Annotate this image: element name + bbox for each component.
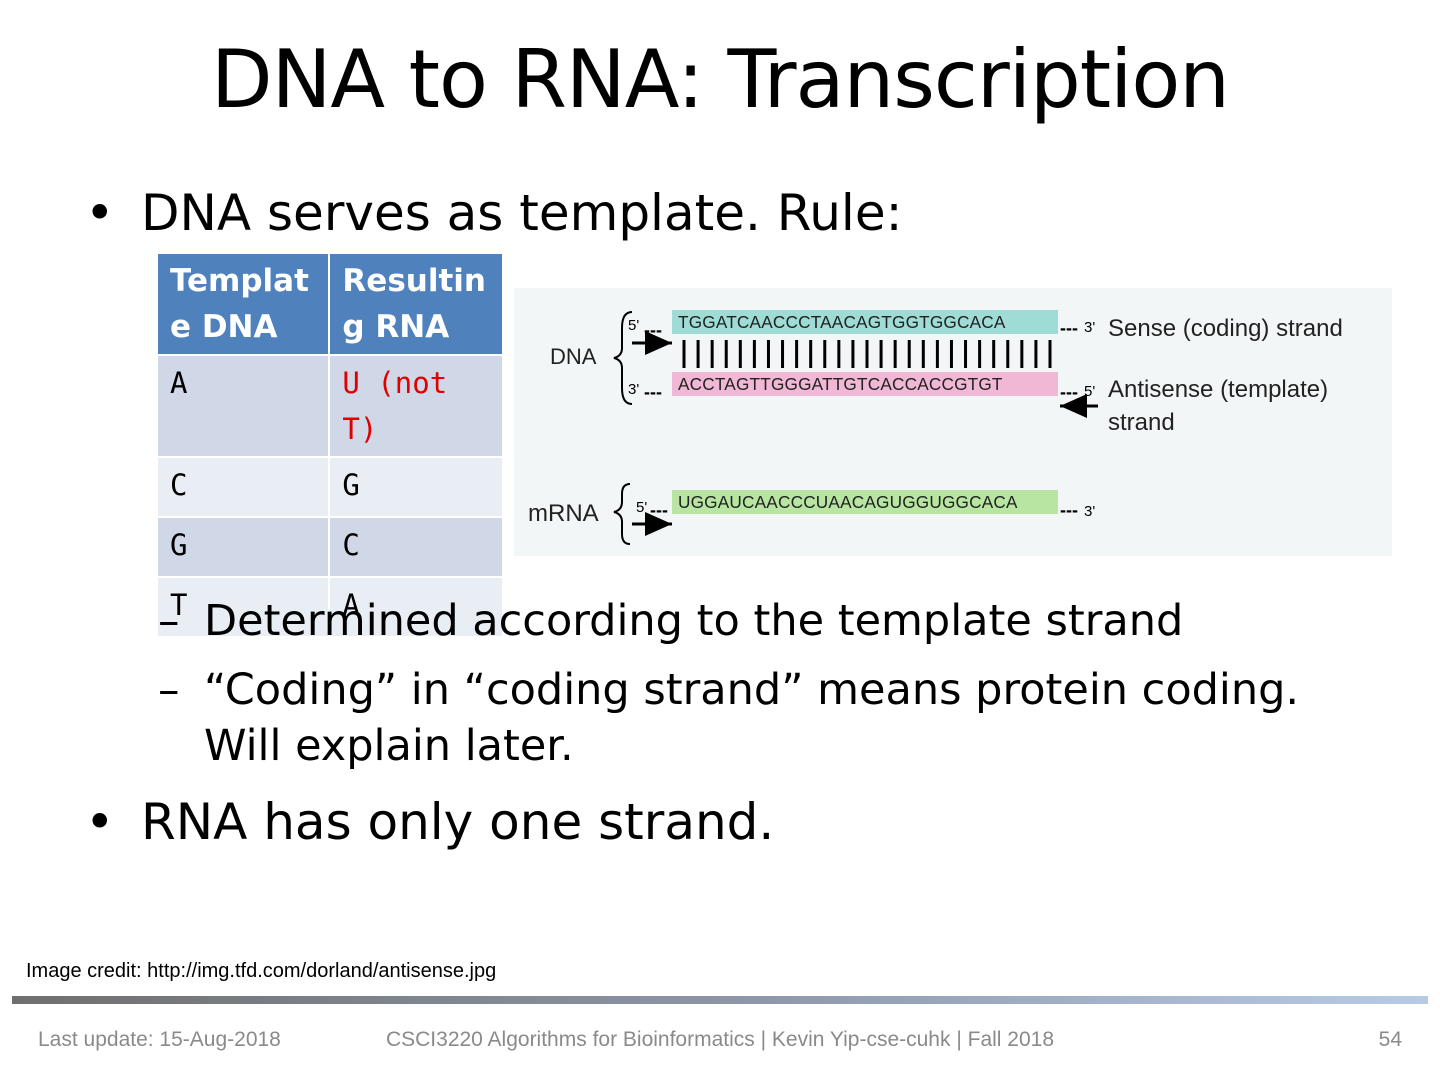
mrna-label: mRNA xyxy=(528,500,599,527)
header-template-dna: Template DNA xyxy=(155,252,331,356)
mrna-sequence: UGGAUCAACCCUAACAGUGGUGGCACA xyxy=(678,492,1018,512)
mrna-dots-right: --- xyxy=(1060,500,1078,520)
antisense-strand-label-line1: Antisense (template) xyxy=(1108,376,1328,403)
table-row: C G xyxy=(155,456,504,518)
antisense-5prime: 5' xyxy=(1084,383,1095,400)
header-resulting-rna: Resulting RNA xyxy=(328,252,504,356)
antisense-sequence: ACCTAGTTGGGATTGTCACCACCGTGT xyxy=(678,374,1003,394)
sense-dots-left: --- xyxy=(644,320,662,340)
transcription-diagram: DNA 5' --- TGGATCAACCCTAACAGTGGTGGCACA -… xyxy=(514,288,1392,556)
mrna-dots-left: --- xyxy=(650,500,668,520)
table-cell: A xyxy=(328,576,504,638)
bullet-dot: • xyxy=(85,793,115,851)
table-row: A U (not T) xyxy=(155,354,504,458)
sense-highlight xyxy=(672,310,1058,334)
table-cell: G xyxy=(155,516,331,578)
course-info: CSCI3220 Algorithms for Bioinformatics |… xyxy=(385,1028,1055,1051)
sense-dots-right: --- xyxy=(1060,318,1078,338)
dna-brace xyxy=(613,311,633,405)
table-row: T A xyxy=(155,576,504,638)
mrna-brace xyxy=(613,483,631,545)
sub-bullet-text: “Coding” in “coding strand” means protei… xyxy=(204,665,1300,771)
image-credit: Image credit: http://img.tfd.com/dorland… xyxy=(26,960,497,982)
base-pair-bars xyxy=(682,340,1052,368)
base-pairing-table: Template DNA Resulting RNA A U (not T) C… xyxy=(155,252,504,638)
mrna-3prime: 3' xyxy=(1084,503,1095,520)
table-cell: A xyxy=(155,354,331,458)
bullet-text: RNA has only one strand. xyxy=(141,793,775,851)
antisense-strand-label-line2: strand xyxy=(1108,409,1175,436)
dna-label: DNA xyxy=(550,344,597,369)
antisense-dots-left: --- xyxy=(644,382,662,402)
table-cell-highlight: U (not T) xyxy=(328,354,504,458)
sense-5prime: 5' xyxy=(628,317,639,334)
bullet-dot: • xyxy=(85,184,115,242)
sense-strand-label: Sense (coding) strand xyxy=(1108,315,1343,342)
table-header-row: Template DNA Resulting RNA xyxy=(155,252,504,356)
sense-3prime: 3' xyxy=(1084,319,1095,336)
table-cell: T xyxy=(155,576,331,638)
last-update: Last update: 15-Aug-2018 xyxy=(38,1028,281,1051)
mrna-5prime: 5' xyxy=(636,499,647,516)
sense-sequence: TGGATCAACCCTAACAGTGGTGGCACA xyxy=(678,312,1006,332)
table-cell: C xyxy=(155,456,331,518)
dash-marker: – xyxy=(158,665,180,715)
mrna-highlight xyxy=(672,490,1058,514)
table-cell: C xyxy=(328,516,504,578)
sub-bullet-text: Determined according to the template str… xyxy=(204,596,1184,646)
antisense-dots-right: --- xyxy=(1060,382,1078,402)
bullet-text: DNA serves as template. Rule: xyxy=(141,184,903,242)
table-cell: G xyxy=(328,456,504,518)
antisense-highlight xyxy=(672,372,1058,396)
slide-title: DNA to RNA: Transcription xyxy=(210,33,1230,126)
antisense-3prime: 3' xyxy=(628,381,639,398)
dash-marker: – xyxy=(158,596,180,646)
page-number: 54 xyxy=(1378,1028,1402,1051)
table-row: G C xyxy=(155,516,504,578)
transcription-diagram-svg: DNA 5' --- TGGATCAACCCTAACAGTGGTGGCACA -… xyxy=(528,310,1343,545)
footer-divider xyxy=(12,996,1428,1004)
